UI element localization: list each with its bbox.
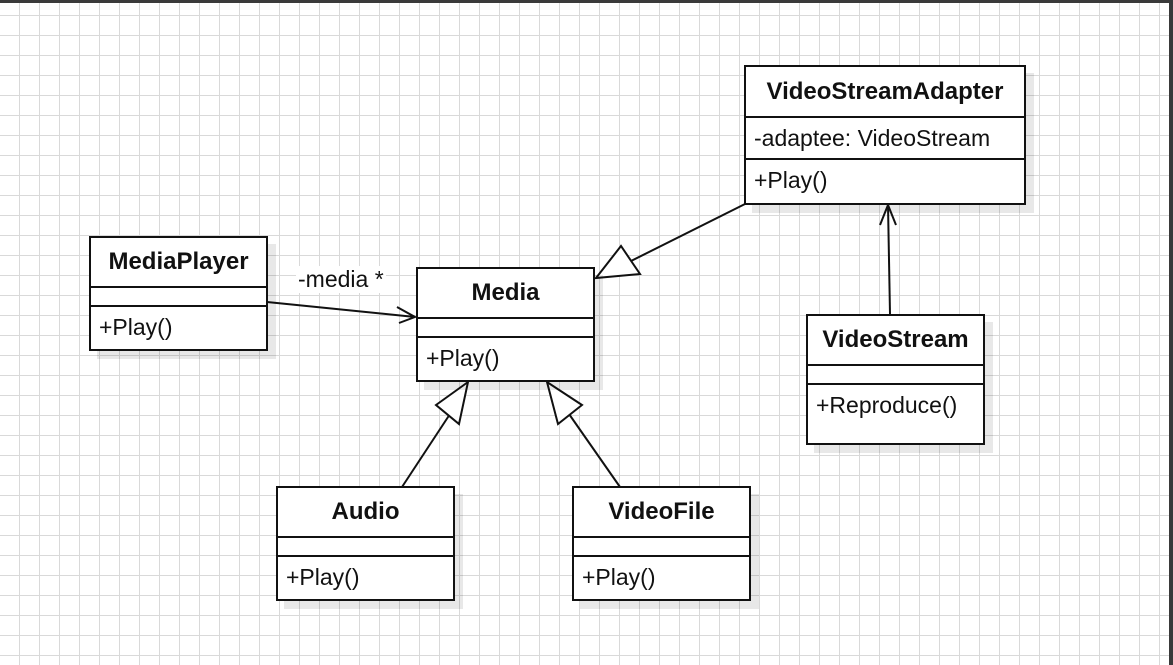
class-name: VideoStreamAdapter [746, 67, 1024, 118]
class-operations: +Play() [754, 167, 828, 193]
window-top-border [0, 0, 1173, 3]
class-videofile[interactable]: VideoFile +Play() [572, 486, 751, 601]
class-operations: +Play() [99, 314, 173, 340]
class-name: Media [418, 269, 593, 319]
class-attributes [418, 319, 593, 338]
class-audio[interactable]: Audio +Play() [276, 486, 455, 601]
edge-audio-media[interactable] [401, 379, 470, 488]
class-attributes: -adaptee: VideoStream [746, 118, 1024, 160]
class-operations: +Play() [582, 564, 656, 590]
class-videostreamadapter[interactable]: VideoStreamAdapter -adaptee: VideoStream… [744, 65, 1026, 205]
association-label-media: -media * [296, 266, 386, 293]
edge-mediaplayer-media[interactable] [266, 301, 418, 324]
class-name: Audio [278, 488, 453, 538]
class-videostream[interactable]: VideoStream +Reproduce() [806, 314, 985, 445]
class-attributes [91, 288, 266, 307]
class-operations: +Play() [286, 564, 360, 590]
edge-videofile-media[interactable] [545, 379, 621, 488]
edge-adapter-media[interactable] [593, 203, 746, 280]
class-attributes [278, 538, 453, 557]
class-operations: +Play() [426, 345, 500, 371]
class-operations: +Reproduce() [816, 392, 958, 418]
class-attributes [574, 538, 749, 557]
class-attributes [808, 366, 983, 385]
class-name: VideoStream [808, 316, 983, 366]
edge-videostream-adapter[interactable] [879, 202, 897, 315]
class-name: MediaPlayer [91, 238, 266, 288]
class-mediaplayer[interactable]: MediaPlayer +Play() [89, 236, 268, 351]
class-name: VideoFile [574, 488, 749, 538]
window-right-border [1169, 0, 1173, 665]
class-media[interactable]: Media +Play() [416, 267, 595, 382]
